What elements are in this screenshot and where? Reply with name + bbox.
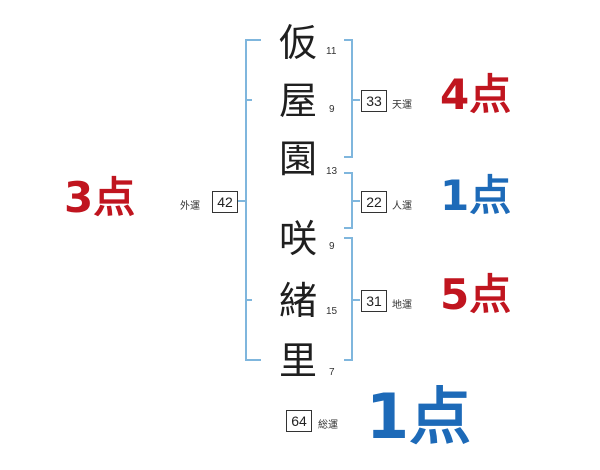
chiun-label: 地運	[392, 300, 412, 311]
souun-score: 1点	[366, 380, 472, 453]
name-char-3: 園	[278, 137, 317, 181]
name-char-1: 仮	[278, 21, 317, 65]
stroke-count-4: 9	[329, 241, 335, 252]
stroke-count-6: 7	[329, 367, 335, 378]
chiun-score: 5点	[440, 270, 512, 319]
souun-value-box: 64	[286, 410, 312, 432]
gaiun-value-box: 42	[212, 191, 238, 213]
stroke-count-1: 11	[326, 46, 337, 57]
jinun-score: 1点	[440, 171, 512, 220]
tenun-value-box: 33	[361, 90, 387, 112]
stroke-count-2: 9	[329, 104, 335, 115]
name-char-5: 緒	[278, 279, 317, 323]
gaiun-score: 3点	[64, 173, 136, 222]
name-char-2: 屋	[278, 79, 317, 123]
jinun-label: 人運	[392, 201, 412, 212]
name-char-6: 里	[278, 339, 317, 383]
gaiun-label: 外運	[180, 201, 200, 212]
souun-label: 総運	[318, 420, 338, 431]
chiun-value-box: 31	[361, 290, 387, 312]
tenun-label: 天運	[392, 100, 412, 111]
stroke-count-5: 15	[326, 306, 338, 317]
jinun-value-box: 22	[361, 191, 387, 213]
stroke-count-3: 13	[326, 166, 338, 177]
name-char-4: 咲	[278, 217, 317, 261]
tenun-score: 4点	[440, 70, 512, 119]
